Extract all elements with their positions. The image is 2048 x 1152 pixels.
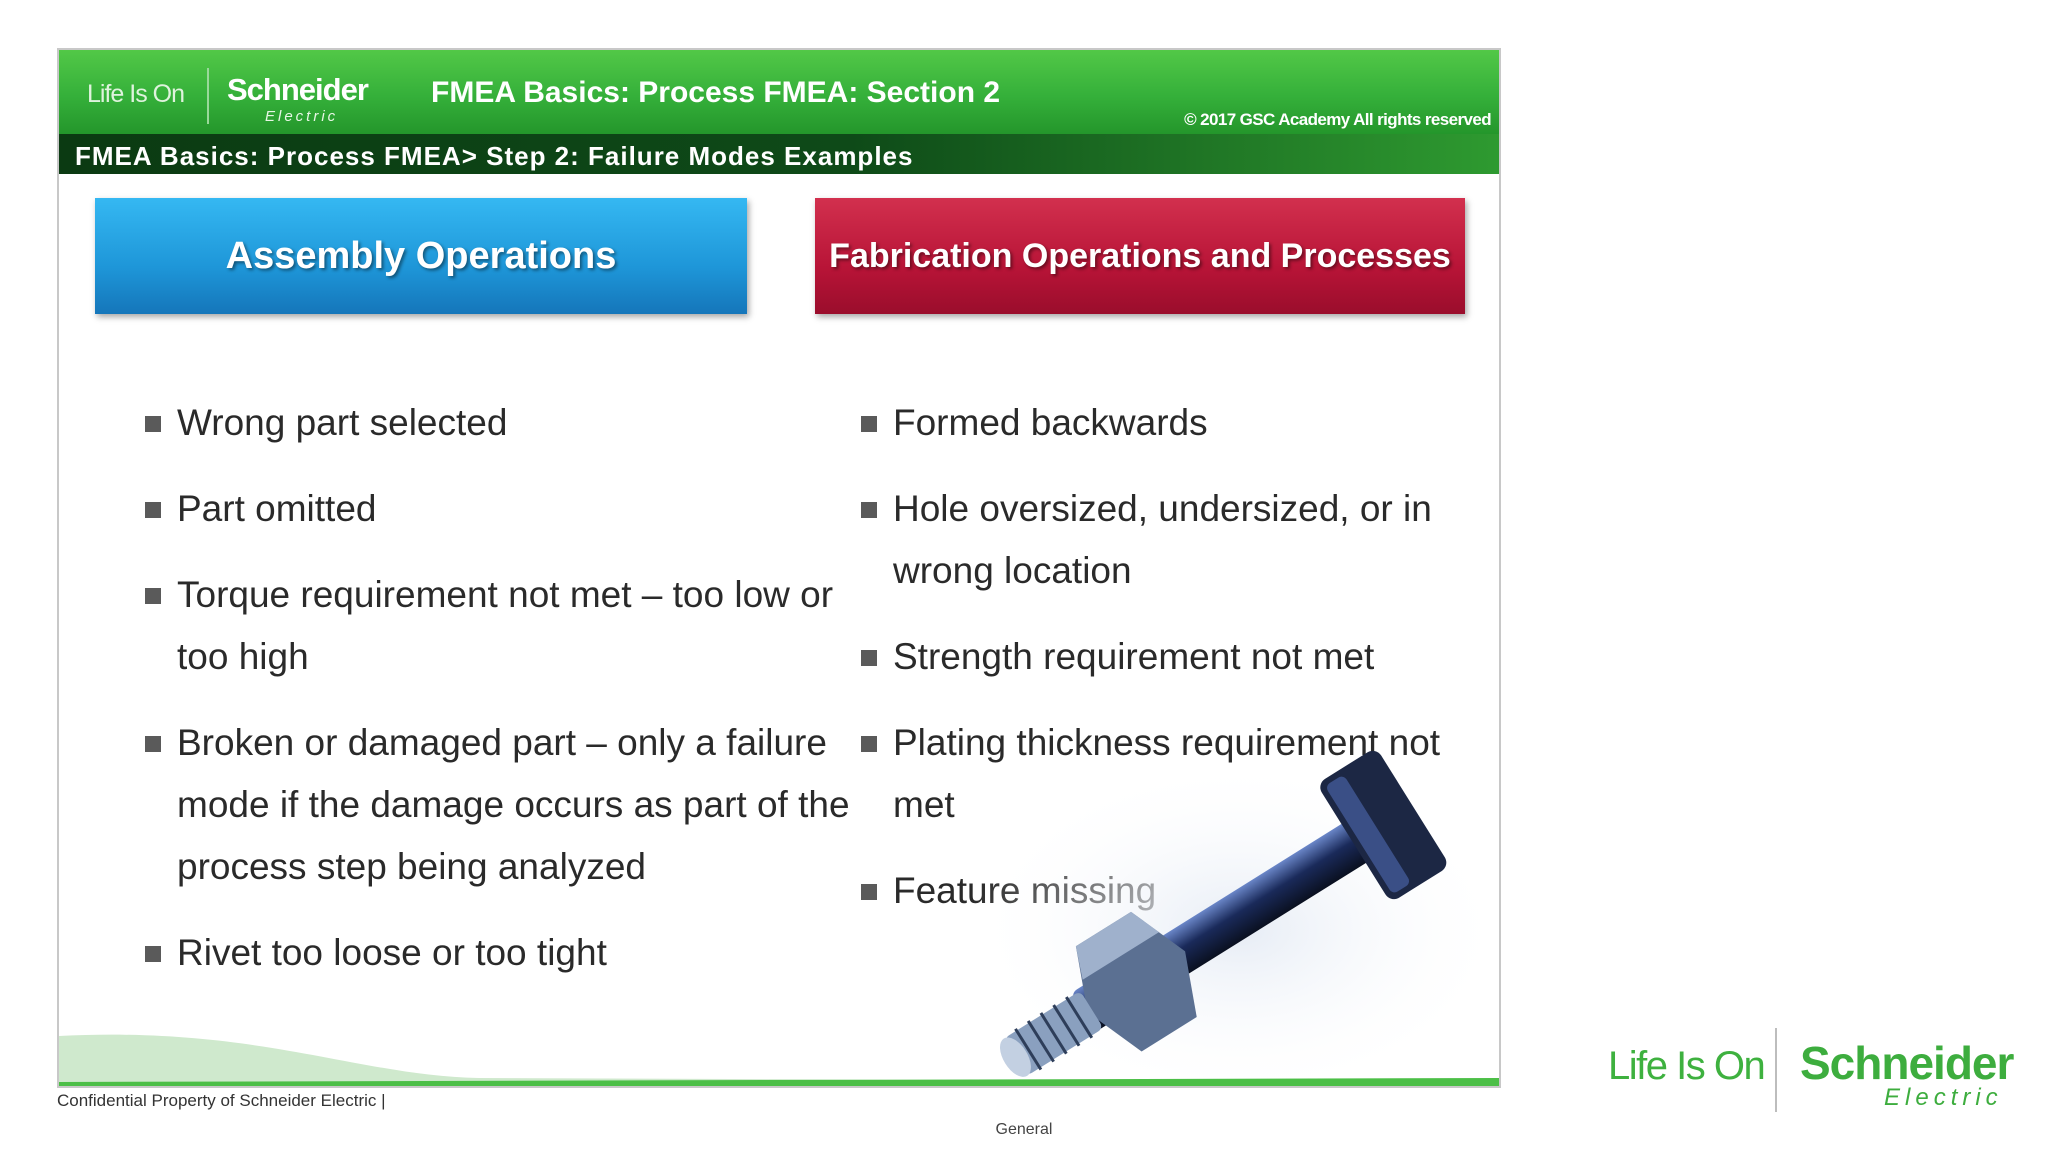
confidential-notice: Confidential Property of Schneider Elect…: [57, 1091, 386, 1110]
list-item: Part omitted: [121, 478, 861, 540]
list-item: Hole oversized, undersized, or in wrong …: [837, 478, 1497, 602]
fabrication-failure-modes-list: Formed backwards Hole oversized, undersi…: [837, 392, 1497, 946]
list-item: Strength requirement not met: [837, 626, 1497, 688]
breadcrumb-text: FMEA Basics: Process FMEA> Step 2: Failu…: [75, 141, 914, 171]
schneider-logo-sub: Electric: [265, 108, 339, 125]
bullet-icon: [145, 416, 161, 432]
footer-schneider-logo: Schneider: [1800, 1037, 2014, 1089]
bullet-icon: [861, 884, 877, 900]
schneider-logo: Schneider: [227, 72, 369, 107]
bullet-icon: [861, 416, 877, 432]
logo-divider: [207, 68, 209, 124]
assembly-failure-modes-list: Wrong part selected Part omitted Torque …: [121, 392, 861, 1008]
list-item: Torque requirement not met – too low or …: [121, 564, 861, 688]
footer-life-is-on-logo: Life Is On: [1608, 1044, 1766, 1088]
list-item: Rivet too loose or too tight: [121, 922, 861, 984]
breadcrumb: FMEA Basics: Process FMEA> Step 2: Failu…: [59, 134, 1499, 174]
list-item: Formed backwards: [837, 392, 1497, 454]
bullet-icon: [145, 588, 161, 604]
list-item: Wrong part selected: [121, 392, 861, 454]
assembly-operations-header: Assembly Operations: [95, 198, 747, 314]
slide-banner: Life Is On Schneider Electric FMEA Basic…: [59, 50, 1499, 134]
bullet-icon: [861, 650, 877, 666]
bullet-icon: [145, 736, 161, 752]
bullet-icon: [861, 736, 877, 752]
slide-title: FMEA Basics: Process FMEA: Section 2: [431, 76, 1001, 109]
classification-label: General: [995, 1121, 1053, 1138]
list-item: Feature missing: [837, 860, 1497, 922]
fabrication-operations-header: Fabrication Operations and Processes: [815, 198, 1465, 314]
life-is-on-logo: Life Is On: [87, 80, 185, 108]
copyright-notice: © 2017 GSC Academy All rights reserved: [1184, 110, 1492, 129]
bullet-icon: [145, 946, 161, 962]
footer-logo-divider: [1775, 1028, 1777, 1112]
slide-frame: Life Is On Schneider Electric FMEA Basic…: [57, 48, 1501, 1088]
decorative-swoosh: [59, 1034, 1499, 1086]
bullet-icon: [145, 502, 161, 518]
bullet-icon: [861, 502, 877, 518]
list-item: Broken or damaged part – only a failure …: [121, 712, 861, 898]
footer-schneider-logo-sub: Electric: [1884, 1084, 2003, 1111]
list-item: Plating thickness requirement not met: [837, 712, 1497, 836]
